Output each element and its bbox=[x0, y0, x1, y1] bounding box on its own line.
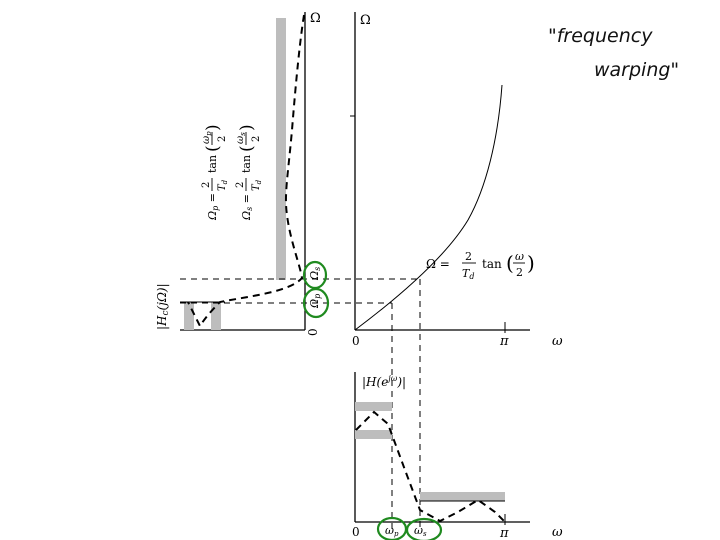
digital-passband-tolerance-upper bbox=[355, 402, 392, 411]
svg-text:ωs: ωs bbox=[414, 524, 427, 538]
svg-text:ωs: ωs bbox=[235, 132, 247, 144]
digital-omega-p-label: ωp bbox=[385, 524, 399, 538]
analog-origin-label: 0 bbox=[306, 328, 320, 336]
guide-lines bbox=[180, 278, 421, 530]
analog-omega-p-label: Ωp bbox=[308, 294, 322, 309]
annotation-line-1: "frequency bbox=[548, 25, 653, 47]
svg-text:): ) bbox=[203, 124, 223, 131]
digital-omega-s-label: ωs bbox=[414, 524, 427, 538]
digital-stopband-tolerance bbox=[420, 492, 505, 501]
svg-text:Td: Td bbox=[462, 267, 474, 281]
highlight-circles bbox=[302, 260, 443, 540]
warping-curve bbox=[354, 84, 503, 331]
highlight-omega-s-digital bbox=[405, 517, 443, 540]
svg-text:2: 2 bbox=[235, 182, 246, 188]
curve-formula: Ω = 2 Td tan ( ω 2 ) bbox=[426, 250, 535, 281]
svg-text:Ω =: Ω = bbox=[426, 257, 450, 271]
svg-text:2: 2 bbox=[251, 136, 262, 142]
analog-formula-p: Ωp = 2 Td tan ( ωp 2 ) bbox=[201, 124, 229, 221]
svg-text:2: 2 bbox=[217, 136, 228, 142]
svg-text:2: 2 bbox=[201, 182, 212, 188]
svg-text:|Hc(jΩ)|: |Hc(jΩ)| bbox=[155, 283, 171, 330]
svg-text:tan: tan bbox=[206, 155, 219, 173]
svg-text:Td: Td bbox=[251, 179, 263, 191]
digital-passband-tolerance-lower bbox=[355, 430, 392, 439]
svg-text:ω: ω bbox=[515, 250, 524, 263]
svg-text:ωp: ωp bbox=[385, 524, 399, 538]
svg-text:tan: tan bbox=[482, 257, 502, 271]
annotation-line-2: warping" bbox=[594, 59, 679, 81]
svg-text:Td: Td bbox=[217, 179, 229, 191]
mapping-origin-label: 0 bbox=[352, 334, 360, 348]
svg-text:(: ( bbox=[203, 145, 223, 152]
digital-x-axis-label: ω bbox=[552, 525, 563, 540]
svg-text:2: 2 bbox=[465, 250, 472, 263]
mapping-plot: Ω ω 0 π Ω = 2 Td tan ( ω 2 ) bbox=[350, 12, 563, 349]
analog-stopband-tolerance bbox=[276, 18, 286, 280]
analog-formula-s: Ωs = 2 Td tan ( ωs 2 ) bbox=[235, 124, 263, 221]
svg-text:tan: tan bbox=[240, 155, 253, 173]
svg-text:(: ( bbox=[506, 251, 514, 275]
svg-text:Ωp: Ωp bbox=[308, 294, 322, 309]
digital-pi-label: π bbox=[499, 526, 509, 540]
svg-text:2: 2 bbox=[516, 266, 523, 279]
svg-text:Ωp =: Ωp = bbox=[206, 193, 220, 221]
svg-text:Ωs =: Ωs = bbox=[240, 194, 254, 221]
mapping-y-axis-label: Ω bbox=[360, 13, 371, 28]
mapping-x-axis-label: ω bbox=[552, 334, 563, 349]
digital-response-plot: ω 0 π |H(ejω)| ωp ωs bbox=[352, 372, 563, 540]
digital-response-curve bbox=[355, 410, 505, 523]
highlight-omega-p-analog bbox=[302, 287, 330, 319]
mapping-pi-label: π bbox=[499, 334, 509, 349]
analog-passband-tolerance-inner bbox=[211, 302, 221, 330]
svg-text:(: ( bbox=[237, 145, 257, 152]
digital-origin-label: 0 bbox=[352, 525, 360, 539]
analog-response-plot: Ω 0 |Hc(jΩ)| Ωp Ωs Ωp = 2 Td tan ( ωp 2 … bbox=[155, 11, 322, 336]
svg-text:): ) bbox=[527, 251, 535, 275]
svg-text:ωp: ωp bbox=[201, 131, 213, 144]
svg-text:|H(ejω)|: |H(ejω)| bbox=[362, 374, 406, 389]
analog-title: |Hc(jΩ)| bbox=[155, 283, 171, 330]
svg-text:): ) bbox=[237, 124, 257, 131]
analog-axis-label: Ω bbox=[310, 11, 321, 26]
digital-title: |H(ejω)| bbox=[362, 374, 406, 389]
analog-passband-tolerance-outer bbox=[184, 302, 194, 330]
